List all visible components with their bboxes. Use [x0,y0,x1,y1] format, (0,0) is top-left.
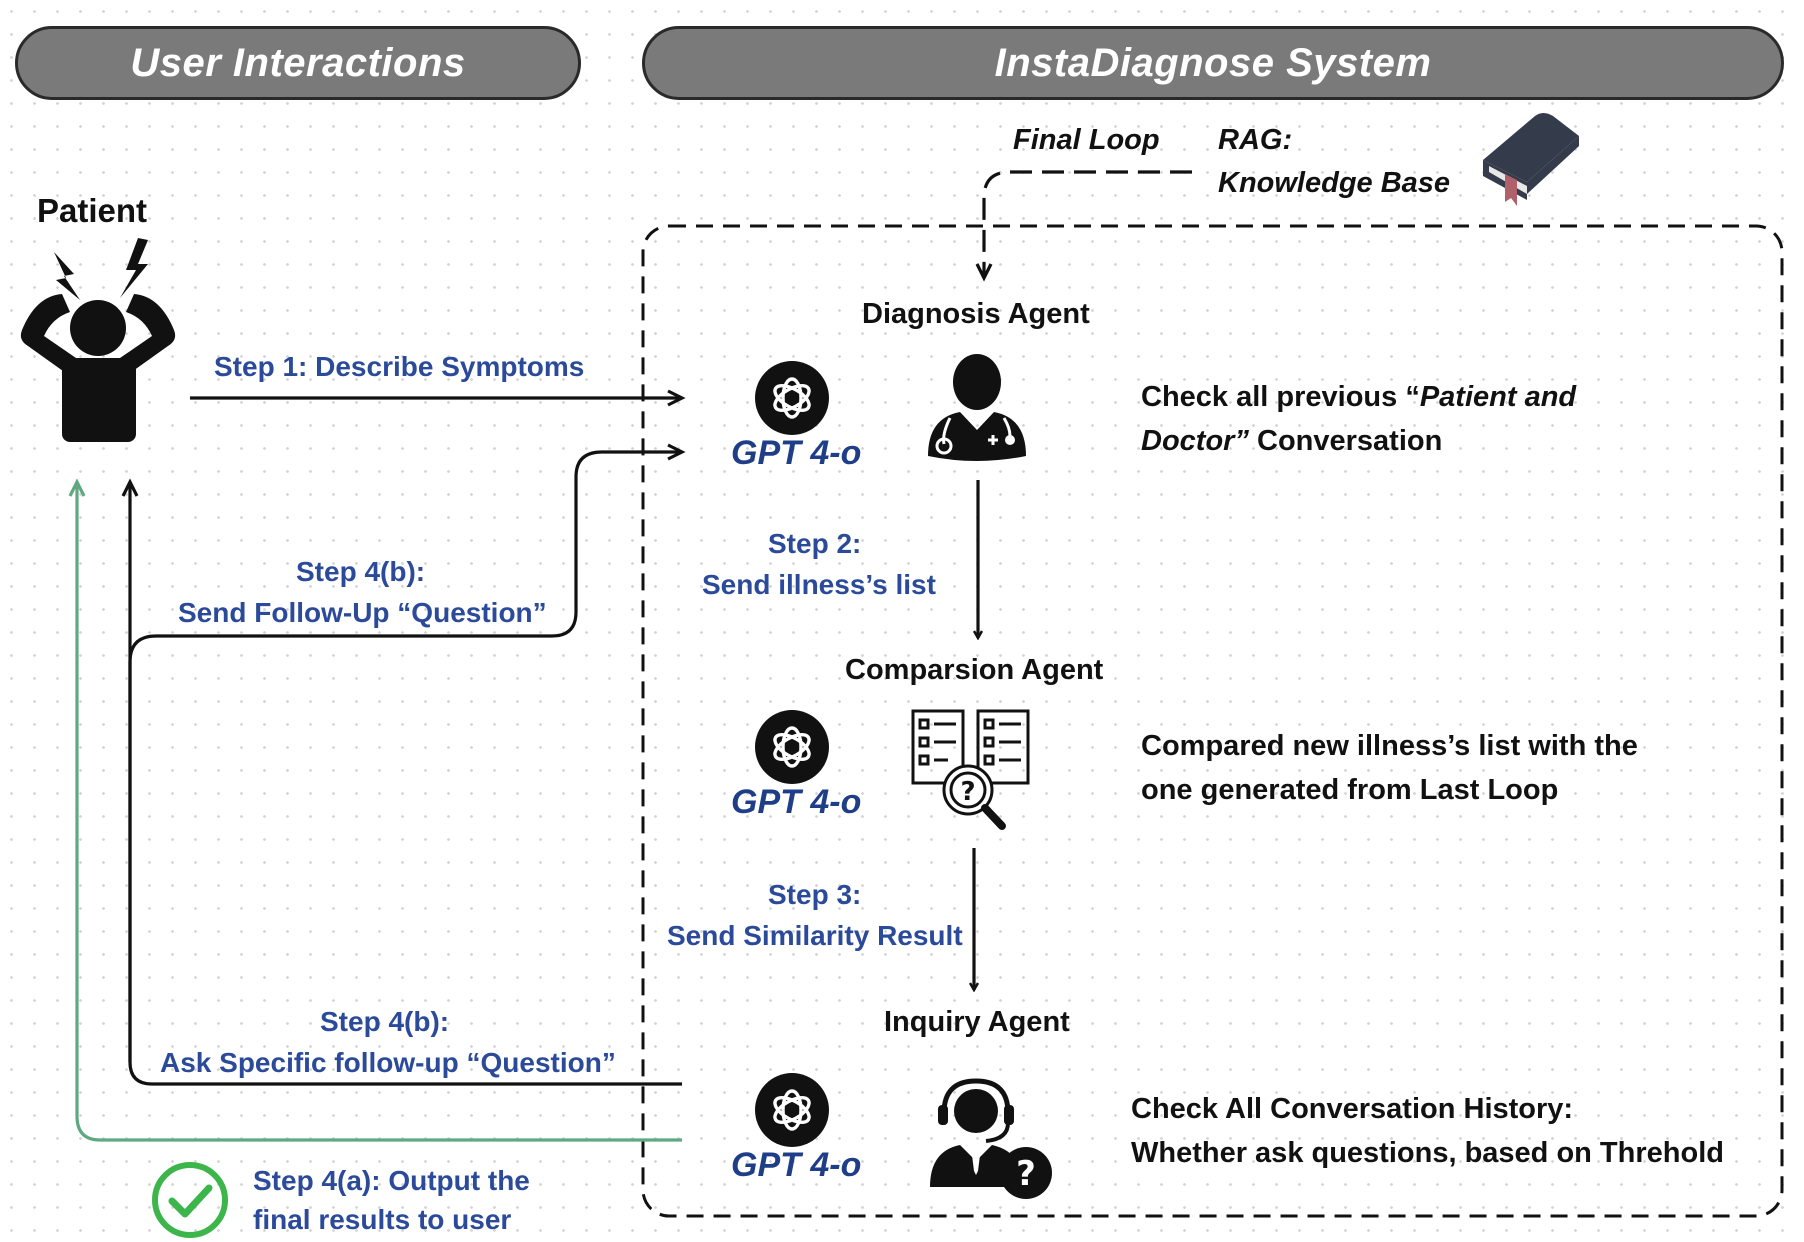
doctor-icon [928,354,1026,461]
step4b-followup-arrow [128,443,686,1062]
step2-label-2: Send illness’s list [702,569,936,600]
system-boundary [641,224,1784,1218]
final-loop-connector [975,170,1192,282]
rag-label-2: Knowledge Base [1218,167,1451,199]
comparison-agent-description: Compared new illness’s list with the one… [1141,724,1638,812]
inquiry-model-label: GPT 4-o [731,1146,862,1184]
comparison-agent-title: Comparsion Agent [845,654,1104,686]
comparison-desc-line-2: one generated from Last Loop [1141,774,1559,806]
header-user-interactions: User Interactions [15,26,581,100]
diagnosis-desc-plain-1: Check all previous “ [1141,381,1420,413]
step4a-label-2: final results to user [253,1204,512,1235]
inquiry-desc-line-1: Check All Conversation History: [1131,1093,1574,1125]
patient-icon [20,238,176,442]
step2-label-1: Step 2: [768,528,862,559]
patient-label: Patient [37,192,148,229]
step1-label: Step 1: Describe Symptoms [214,351,585,382]
final-loop-label: Final Loop [1013,124,1160,156]
inquiry-desc-line-2: Whether ask questions, based on Threhold [1131,1137,1724,1169]
diagnosis-model-label: GPT 4-o [731,434,862,472]
diagnosis-desc-plain-2: Conversation [1248,425,1443,457]
book-icon [1483,113,1579,206]
rag-label-1: RAG: [1218,124,1293,156]
step3-label-1: Step 3: [768,879,862,910]
support-agent-icon: ? [930,1078,1052,1199]
checkmark-icon [152,1162,228,1238]
step3-label-2: Send Similarity Result [667,920,963,951]
step4a-output-arrow [68,478,682,1142]
diagnosis-agent-description: Check all previous “Patient and Doctor” … [1141,375,1576,463]
diagnosis-desc-italic-1: Patient and [1419,381,1577,413]
comparison-model-label: GPT 4-o [731,783,862,821]
step4b-ask-arrow [121,478,682,1086]
header-instadiagnose-system: InstaDiagnose System [642,26,1784,100]
step4a-label-1: Step 4(a): Output the [253,1165,530,1196]
step4b-followup-label-1: Step 4(b): [296,556,426,587]
openai-logo-icon [755,710,829,784]
comparison-desc-line-1: Compared new illness’s list with the [1141,730,1638,762]
inquiry-agent-description: Check All Conversation History: Whether … [1131,1087,1724,1175]
inquiry-agent-title: Inquiry Agent [884,1006,1070,1038]
step4b-ask-label-1: Step 4(b): [320,1006,450,1037]
diagnosis-desc-italic-2: Doctor” [1141,425,1249,457]
openai-logo-icon [755,1073,829,1147]
diagnosis-agent-title: Diagnosis Agent [862,298,1090,330]
step4b-followup-label-2: Send Follow-Up “Question” [178,597,547,628]
step4b-ask-label-2: Ask Specific follow-up “Question” [160,1047,616,1078]
openai-logo-icon [755,361,829,435]
svg-text:?: ? [960,777,975,807]
checklist-magnifier-icon: ? [911,709,1030,830]
svg-text:?: ? [1016,1154,1036,1194]
